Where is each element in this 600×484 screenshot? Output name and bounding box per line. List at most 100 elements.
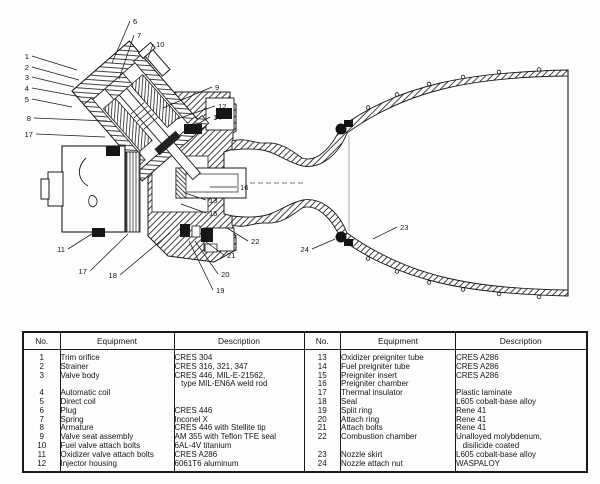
mount-hardware — [180, 108, 232, 253]
plug — [104, 72, 133, 101]
cell-equipment: Preigniter insert — [340, 371, 456, 381]
cell-no: 7 — [24, 415, 61, 425]
cell-equipment — [340, 441, 456, 451]
attach-bolt-part — [204, 243, 218, 253]
seal-block — [180, 224, 190, 237]
callout-2: 2 — [25, 63, 29, 72]
cell-description: CRES A286 — [456, 362, 499, 371]
header-no: No. — [24, 333, 61, 350]
oxidizer-valve — [40, 145, 141, 237]
callout-14: 14 — [213, 113, 221, 122]
valve-seat — [154, 130, 181, 156]
callout-8: 8 — [27, 114, 31, 123]
cell-no: 18 — [304, 397, 341, 407]
header-row: No. Equipment Description — [24, 333, 304, 350]
cell-equipment: Fuel preigniter tube — [340, 362, 456, 372]
upper-attach-bolt — [216, 108, 232, 119]
cell-no: 20 — [304, 415, 341, 425]
nozzle-attach-nut-top — [335, 120, 353, 135]
cell-equipment: Plug — [60, 406, 175, 416]
cell-equipment: Preigniter chamber — [340, 380, 456, 390]
cell-description: CRES 446 — [174, 406, 213, 415]
cell-description — [174, 398, 304, 407]
cell-description: CRES 446, MIL-E-21562, — [174, 371, 266, 380]
cell-no: 24 — [304, 459, 341, 472]
cell-description: CRES A286 — [456, 371, 499, 380]
cell-description: Unalloyed molybdenum, — [456, 433, 542, 442]
header-description: Description — [174, 333, 304, 350]
callout-5: 5 — [25, 95, 29, 104]
cell-no: 17 — [304, 389, 341, 398]
engine-diagram: 6 7 10 1 2 3 4 5 8 17 9 12 14 16 13 15 1… — [25, 17, 569, 300]
nozzle-wall-upper — [340, 69, 569, 134]
cell-description: L605 cobalt-base alloy — [456, 397, 537, 406]
callout-9: 9 — [215, 83, 219, 92]
cell-description: disilicide coated — [456, 441, 520, 450]
automatic-coil — [102, 97, 153, 152]
cell-no: 16 — [304, 380, 341, 390]
cell-equipment: Split ring — [340, 406, 456, 416]
callout-3: 3 — [25, 73, 29, 82]
callout-13: 13 — [209, 196, 217, 205]
cell-equipment: Nozzle skirt — [340, 450, 456, 460]
cell-equipment: Trim orifice — [60, 349, 175, 363]
cell-description — [174, 389, 304, 398]
valve-top-chip — [106, 146, 120, 156]
cell-description: CRES 446 with Stellite tip — [174, 424, 266, 433]
cell-no: 9 — [24, 433, 61, 442]
chamber-wall-upper — [231, 126, 348, 167]
cell-description: CRES 304 — [174, 353, 213, 362]
callout-18: 18 — [109, 271, 117, 280]
chamber-wall-lower — [231, 199, 348, 240]
table-row: disilicide coated — [304, 441, 586, 451]
split-ring-part — [191, 225, 201, 238]
cell-no: 4 — [24, 389, 61, 398]
cell-description: Plastic laminate — [456, 389, 513, 398]
cell-equipment: Fuel valve attach bolts — [60, 441, 175, 451]
callout-21: 21 — [227, 251, 235, 260]
callout-1: 1 — [25, 52, 29, 61]
header-equipment: Equipment — [60, 333, 175, 350]
cell-no — [24, 380, 61, 390]
header-no: No. — [304, 333, 341, 350]
cell-equipment: Direct coil — [60, 397, 175, 407]
cell-no: 8 — [24, 424, 61, 434]
cell-no: 22 — [304, 433, 341, 442]
thermal-insulator-stack — [125, 151, 141, 233]
callout-16: 16 — [240, 183, 248, 192]
nozzle-skirt — [335, 67, 569, 300]
leader-lines — [31, 20, 398, 291]
cell-equipment: Oxidizer valve attach bolts — [60, 450, 175, 460]
cell-description: CRES A286 — [174, 450, 218, 459]
cell-no: 10 — [24, 441, 61, 451]
direct-coil — [129, 74, 180, 128]
cell-description: 6061T6 aluminum — [174, 459, 239, 468]
cell-no: 3 — [24, 371, 61, 381]
cell-no: 2 — [24, 362, 61, 372]
callout-22: 22 — [251, 237, 259, 246]
header-description: Description — [455, 333, 586, 350]
cell-description: CRES A286 — [456, 353, 499, 362]
cell-description: CRES 316, 321, 347 — [174, 362, 248, 371]
cell-equipment: Valve body — [60, 371, 175, 381]
cell-description: type MIL-EN6A weld rod — [174, 380, 268, 389]
cell-no — [304, 441, 341, 451]
